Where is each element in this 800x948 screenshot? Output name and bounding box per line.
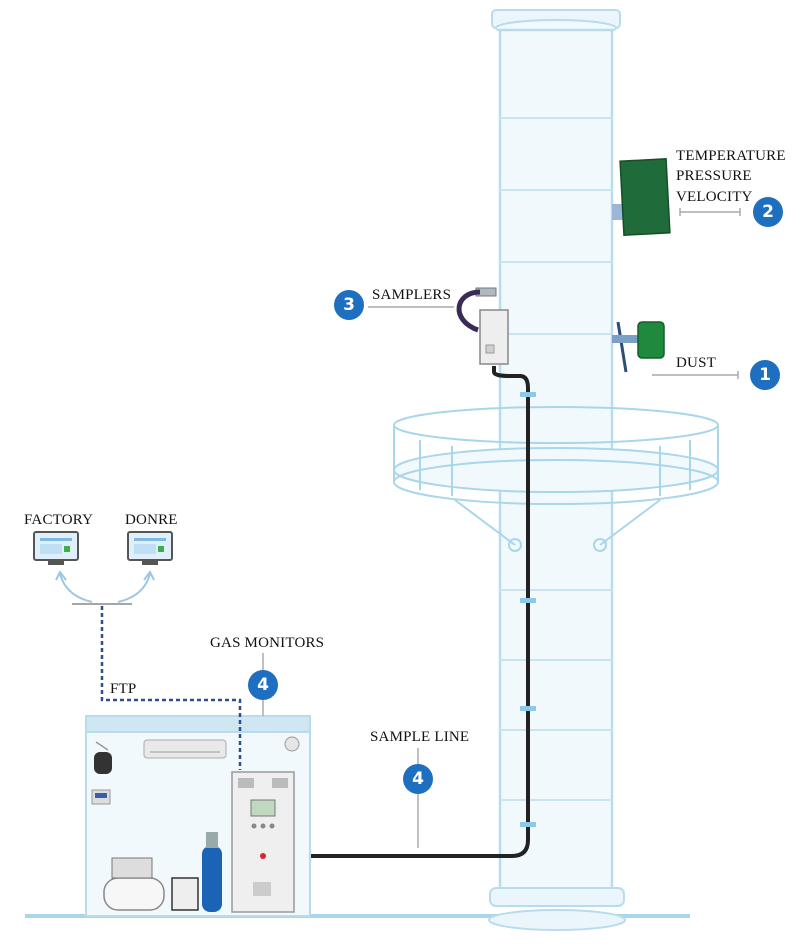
gas-monitors-label: GAS MONITORS xyxy=(210,635,325,651)
sampler-unit xyxy=(456,287,509,365)
ftp-label: FTP xyxy=(110,681,137,697)
velocity-label: VELOCITY xyxy=(676,189,753,205)
tpv-sensor xyxy=(612,158,671,236)
badge-dust: 1 xyxy=(750,360,780,390)
temperature-label: TEMPERATURE xyxy=(676,148,786,164)
badge-gas-monitors: 4 xyxy=(248,670,278,700)
badge-sample-line: 4 xyxy=(403,764,433,794)
sample-line-label: SAMPLE LINE xyxy=(370,729,470,745)
factory-label: FACTORY xyxy=(24,512,94,528)
network-arrows xyxy=(55,570,155,603)
pressure-label: PRESSURE xyxy=(676,168,752,184)
sample-line xyxy=(296,366,530,858)
platform xyxy=(393,406,719,552)
leader-lines xyxy=(262,208,741,848)
badge-tpv: 2 xyxy=(753,197,783,227)
ftp-link xyxy=(100,606,242,770)
dust-sensor xyxy=(612,321,665,373)
samplers-label: SAMPLERS xyxy=(372,287,452,303)
analyzer-shelter xyxy=(85,715,311,917)
donre-label: DONRE xyxy=(125,512,178,528)
factory-monitor-icon xyxy=(33,531,79,565)
donre-monitor-icon xyxy=(127,531,173,565)
line-clamps xyxy=(520,392,536,827)
dust-label: DUST xyxy=(676,355,716,371)
badge-samplers: 3 xyxy=(334,290,364,320)
